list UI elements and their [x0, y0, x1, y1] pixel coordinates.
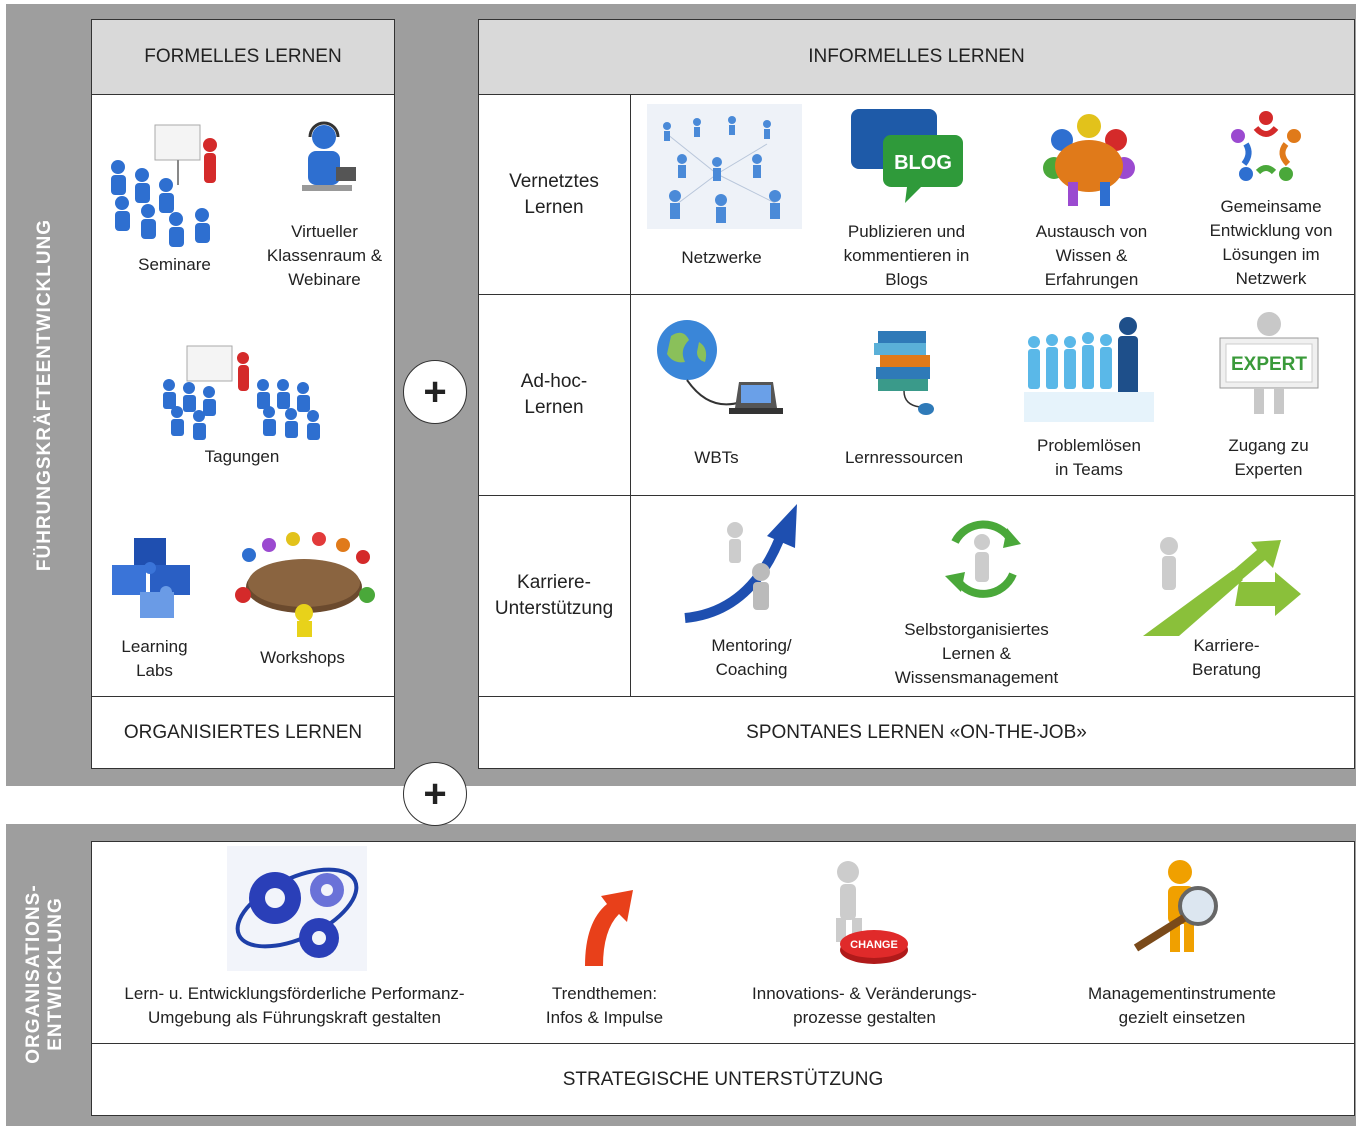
- workshops-caption: Workshops: [260, 648, 345, 667]
- org-item-3-caption: Innovations- & Veränderungs-prozesse ges…: [752, 984, 977, 1027]
- plus-symbol-middle: +: [403, 360, 467, 424]
- informal-footer: SPONTANES LERNEN «ON-THE-JOB»: [479, 696, 1354, 768]
- formal-header: FORMELLES LERNEN: [92, 20, 394, 95]
- informal-row-divider-2: [479, 495, 1354, 496]
- books-mouse-icon: [874, 331, 934, 415]
- informal-row-divider-1: [479, 294, 1354, 295]
- organisation-label: ORGANISATIONS- ENTWICKLUNG: [23, 874, 67, 1074]
- plus-symbol-bottom: +: [403, 762, 467, 826]
- puzzle-icon: [112, 538, 190, 618]
- network-icon: [647, 104, 802, 229]
- workshop-table-icon: [235, 532, 375, 637]
- expert-icon-text: EXPERT: [1231, 354, 1307, 375]
- trend-arrow-icon: [585, 890, 633, 966]
- organisation-label-line1: ORGANISATIONS-: [23, 884, 44, 1064]
- org-item-2-caption: Trendthemen:Infos & Impulse: [545, 984, 664, 1027]
- wbts-caption: WBTs: [694, 448, 739, 467]
- expert-sign-icon: EXPERT: [1219, 312, 1319, 414]
- netzwerke-caption: Netzwerke: [681, 248, 762, 267]
- team-silhouette-icon: [1024, 317, 1154, 422]
- org-panel: Lern- u. Entwicklungsförderliche Perform…: [91, 841, 1355, 1116]
- lernressourcen-caption: Lernressourcen: [844, 448, 964, 467]
- informal-column-divider: [630, 95, 631, 696]
- change-button-icon: CHANGE: [836, 861, 908, 964]
- org-item-1-caption: Lern- u. Entwicklungsförderliche Perform…: [124, 984, 465, 1027]
- org-footer: STRATEGISCHE UNTERSTÜTZUNG: [92, 1043, 1354, 1115]
- change-icon-text: CHANGE: [850, 939, 898, 951]
- headset-icon: [302, 121, 356, 191]
- mentoring-caption: Mentoring/Coaching: [711, 636, 792, 679]
- blog-icon-text: BLOG: [894, 152, 952, 174]
- seminare-caption: Seminare: [138, 255, 211, 274]
- tagungen-caption: Tagungen: [204, 447, 280, 466]
- organisation-label-line2: ENTWICKLUNG: [45, 897, 66, 1051]
- informal-header: INFORMELLES LERNEN: [479, 20, 1354, 95]
- crossroad-arrow-icon: [1143, 537, 1301, 636]
- globe-laptop-icon: [657, 320, 783, 414]
- mentoring-arrow-icon: [684, 504, 797, 623]
- formal-footer: ORGANISIERTES LERNEN: [92, 696, 394, 768]
- cycle-person-icon: [945, 520, 1021, 598]
- people-circle-icon: [1231, 111, 1301, 181]
- blog-icon: BLOG: [851, 109, 963, 203]
- seminar-icon: [111, 124, 217, 247]
- row-label-karriere: Karriere-Unterstützung: [494, 572, 614, 619]
- gears-icon: [227, 846, 367, 971]
- conference-icon: [163, 345, 320, 440]
- karriereberatung-caption: Karriere-Beratung: [1192, 636, 1261, 679]
- row-label-adhoc: Ad-hoc-Lernen: [520, 371, 588, 418]
- fuehrungskraefte-label: FÜHRUNGSKRÄFTEENTWICKLUNG: [34, 218, 55, 572]
- magnifier-person-icon: [1133, 860, 1218, 952]
- group-hug-icon: [1043, 114, 1135, 206]
